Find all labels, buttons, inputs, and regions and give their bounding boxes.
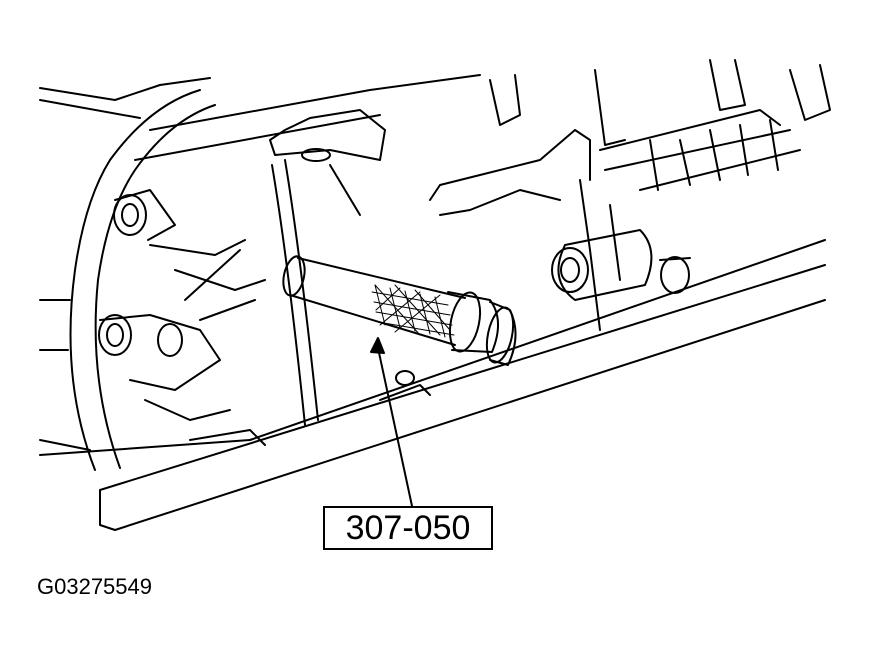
case-right [551,109,801,331]
case-upper [134,59,831,426]
figure-id: G03275549 [37,574,152,599]
tool-callout-box: 307-050 [323,506,493,550]
callout-leader [370,337,413,507]
tool [282,255,517,366]
bell-housing [39,77,266,471]
tool-number-label: 307-050 [345,509,471,547]
pan-rail [39,239,826,531]
